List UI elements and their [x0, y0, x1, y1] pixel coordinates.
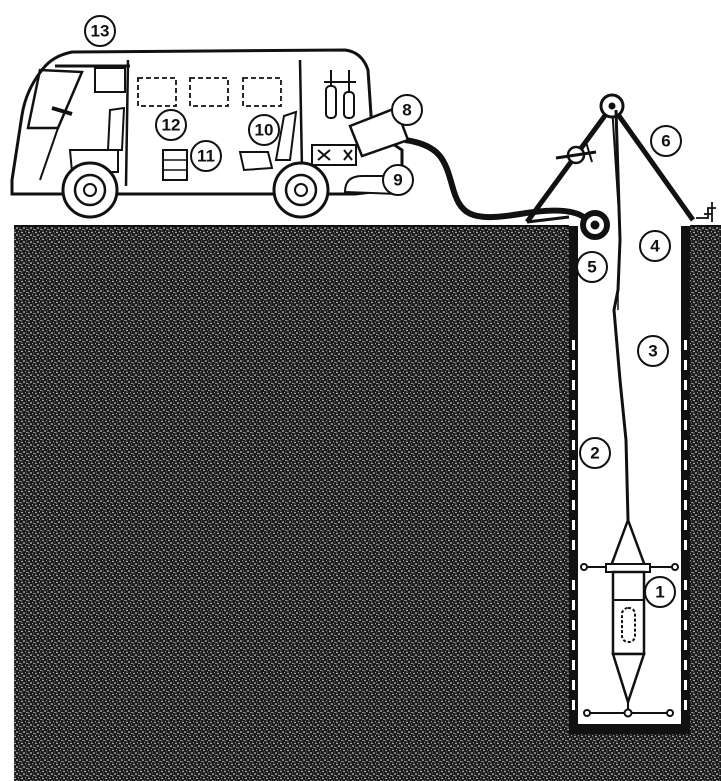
callout-labels: 1 2 3 4 5 6 8 9 10 11 12 13 [84, 15, 682, 608]
svg-text:6: 6 [661, 132, 670, 151]
label-13: 13 [84, 15, 116, 47]
svg-text:13: 13 [91, 22, 110, 41]
label-8: 8 [391, 94, 423, 126]
svg-text:10: 10 [255, 121, 274, 140]
label-2: 2 [579, 437, 611, 469]
label-11: 11 [190, 140, 222, 172]
svg-text:11: 11 [197, 147, 215, 166]
downhole-probe [580, 516, 679, 718]
svg-text:9: 9 [393, 171, 402, 190]
ground [14, 225, 721, 781]
logging-cable [612, 109, 630, 521]
label-1: 1 [644, 576, 676, 608]
label-9: 9 [382, 164, 414, 196]
cable-system [404, 109, 630, 521]
rear-wheel [272, 161, 330, 219]
svg-text:3: 3 [648, 342, 657, 361]
label-3: 3 [637, 335, 669, 367]
label-5: 5 [576, 251, 608, 283]
label-12: 12 [155, 109, 187, 141]
instrument-panel [311, 144, 357, 166]
svg-text:8: 8 [402, 101, 411, 120]
hose [404, 137, 587, 221]
svg-text:1: 1 [655, 583, 664, 602]
operator-seat [238, 110, 298, 172]
svg-text:2: 2 [590, 444, 599, 463]
svg-text:12: 12 [162, 116, 181, 135]
cable-reel-tube [348, 106, 410, 158]
svg-text:5: 5 [587, 258, 596, 277]
gas-cylinders [324, 70, 356, 119]
label-4: 4 [639, 230, 671, 262]
label-10: 10 [248, 114, 280, 146]
label-6: 6 [650, 125, 682, 157]
drum-barrel [162, 149, 188, 181]
front-wheel [61, 161, 119, 219]
winch-handle [555, 141, 597, 165]
van-body [10, 48, 404, 196]
svg-text:4: 4 [650, 237, 660, 256]
logging-van [10, 48, 410, 219]
borehole [569, 226, 690, 734]
